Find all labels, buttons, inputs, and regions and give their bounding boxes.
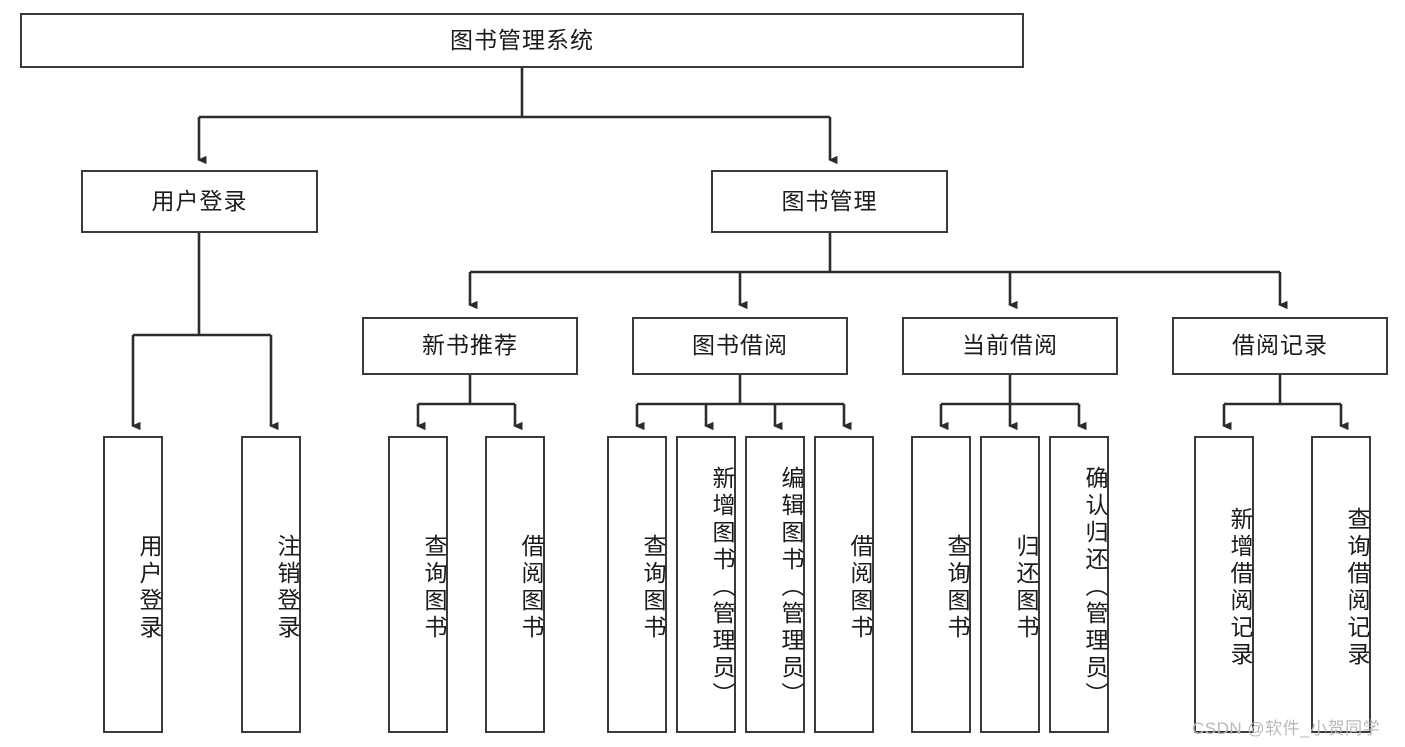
node-label: 图书借阅 — [692, 332, 788, 359]
node-label: 借阅记录 — [1232, 332, 1328, 359]
node-label: 编辑图书（管理员） — [778, 466, 804, 709]
node-label: 借阅图书 — [518, 533, 544, 642]
node-current-borrow[interactable]: 当前借阅 — [902, 317, 1118, 375]
leaf-current-borrow-return[interactable]: 归还图书 — [980, 436, 1040, 733]
leaf-current-borrow-query[interactable]: 查询图书 — [911, 436, 971, 733]
node-label: 新增借阅记录 — [1227, 506, 1253, 669]
leaf-new-book-query[interactable]: 查询图书 — [388, 436, 448, 733]
leaf-borrow-record-add[interactable]: 新增借阅记录 — [1194, 436, 1254, 733]
csdn-watermark: CSDN @软件_小贺同学 — [1192, 719, 1381, 738]
leaf-book-borrow-edit[interactable]: 编辑图书（管理员） — [745, 436, 805, 733]
leaf-borrow-record-query[interactable]: 查询借阅记录 — [1311, 436, 1371, 733]
leaf-new-book-borrow[interactable]: 借阅图书 — [485, 436, 545, 733]
node-label: 归还图书 — [1013, 533, 1039, 642]
node-borrow-record[interactable]: 借阅记录 — [1172, 317, 1388, 375]
node-label: 查询借阅记录 — [1344, 506, 1370, 669]
node-label: 用户登录 — [136, 533, 162, 642]
leaf-user-login-logout[interactable]: 注销登录 — [241, 436, 301, 733]
node-label: 查询图书 — [421, 533, 447, 642]
node-label: 图书管理系统 — [450, 26, 594, 53]
node-label: 当前借阅 — [962, 332, 1058, 359]
node-new-book-recommend[interactable]: 新书推荐 — [362, 317, 578, 375]
leaf-book-borrow-borrow[interactable]: 借阅图书 — [814, 436, 874, 733]
node-label: 借阅图书 — [847, 533, 873, 642]
node-label: 用户登录 — [151, 187, 248, 214]
node-book-management[interactable]: 图书管理 — [711, 170, 948, 233]
leaf-user-login-login[interactable]: 用户登录 — [103, 436, 163, 733]
leaf-book-borrow-add[interactable]: 新增图书（管理员） — [676, 436, 736, 733]
node-label: 图书管理 — [781, 187, 878, 214]
leaf-book-borrow-query[interactable]: 查询图书 — [607, 436, 667, 733]
node-user-login[interactable]: 用户登录 — [81, 170, 318, 233]
node-book-borrow[interactable]: 图书借阅 — [632, 317, 848, 375]
node-label: 新增图书（管理员） — [709, 466, 735, 709]
leaf-current-borrow-confirm-return[interactable]: 确认归还（管理员） — [1049, 436, 1109, 733]
node-label: 查询图书 — [944, 533, 970, 642]
node-label: 新书推荐 — [422, 332, 518, 359]
node-label: 查询图书 — [640, 533, 666, 642]
node-label: 确认归还（管理员） — [1082, 466, 1108, 709]
node-label: 注销登录 — [274, 533, 300, 642]
node-root-library-system[interactable]: 图书管理系统 — [20, 13, 1024, 68]
